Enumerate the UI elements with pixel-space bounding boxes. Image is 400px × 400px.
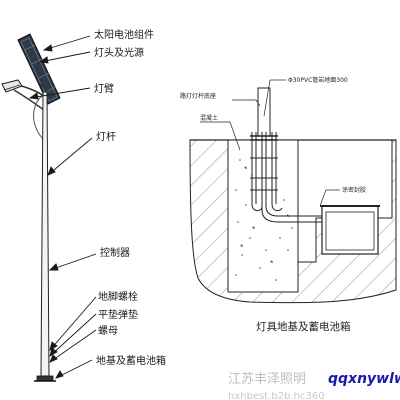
lamp-pole	[40, 91, 50, 377]
solar-panel	[17, 33, 61, 105]
anchor-bolts	[250, 132, 283, 212]
leader-lines	[28, 35, 97, 379]
label-controller: 控制器	[100, 246, 130, 259]
battery-box	[320, 205, 380, 255]
label-nut: 螺母	[98, 325, 118, 337]
watermark-url: hxhbest.b2b.hc360	[228, 391, 325, 400]
label-pole-base: 路灯灯杆底座	[180, 92, 216, 100]
street-light-illustration	[1, 33, 61, 382]
label-concrete: 混凝土	[200, 114, 218, 122]
lamp-head	[1, 79, 23, 93]
diagram-caption: 灯具地基及蓄电池箱	[256, 320, 351, 333]
label-pvc-pipe: Φ30PVC管岩地面300	[288, 76, 348, 84]
label-solar-panel: 太阳电池组件	[94, 28, 154, 41]
label-lamp-pole: 灯杆	[96, 131, 116, 143]
label-washer: 平垫弹垫	[98, 308, 138, 321]
pole-base	[34, 375, 56, 382]
label-anchor-bolt: 地脚螺栓	[98, 290, 138, 303]
label-lamp-arm: 灯臂	[94, 82, 114, 95]
label-foundation: 地基及蓄电池箱	[96, 354, 166, 367]
pvc-pipe	[261, 132, 330, 223]
foundation-detail	[189, 87, 397, 304]
watermark-company: 江苏丰泽照明	[228, 371, 306, 387]
label-seal: 涂密封胶	[342, 186, 366, 194]
brand-text: qqxnywlw	[328, 371, 400, 387]
label-lamp-head: 灯头及光源	[94, 46, 144, 59]
